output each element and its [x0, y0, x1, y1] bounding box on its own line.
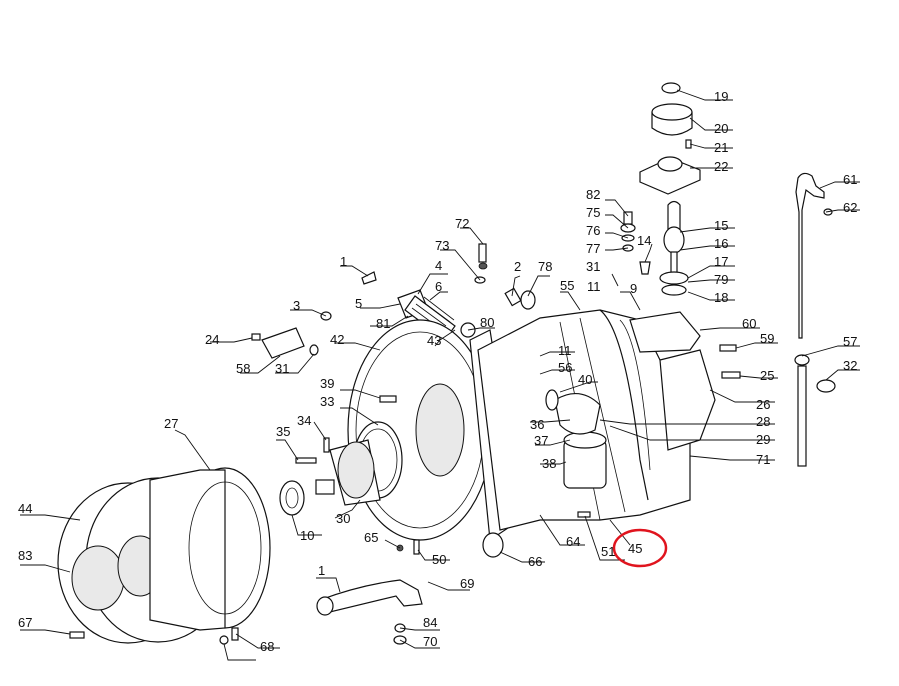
callout-66: 44: [18, 501, 32, 516]
leader-lines: [20, 89, 860, 661]
callout-10: 64: [566, 534, 580, 549]
callout-64: 65: [364, 530, 378, 545]
callout-26: 33: [320, 394, 334, 409]
callout-21: 21: [714, 140, 728, 155]
callout-59: 58: [236, 361, 250, 376]
callout-84: 70: [423, 634, 437, 649]
callout-34: 37: [534, 433, 548, 448]
highlight-ring: [612, 528, 668, 568]
callout-27: 30: [336, 511, 350, 526]
callout-57: 32: [843, 358, 857, 373]
callout-62: 62: [843, 200, 857, 215]
callout-28: 34: [297, 413, 311, 428]
callout-83: 84: [423, 615, 437, 630]
callout-32: 40: [578, 372, 592, 387]
callout-labels: 19 20 21 22 61 62 82 75 76 77 72 73 15 1…: [18, 89, 857, 654]
callout-67: 68: [260, 639, 274, 654]
callout-55-right: 9: [630, 281, 637, 296]
callout-5: 81: [376, 316, 390, 331]
callout-43: 60: [742, 316, 756, 331]
callout-58: 31: [275, 361, 289, 376]
callout-79: 79: [714, 272, 728, 287]
callout-25: 39: [320, 376, 334, 391]
callout-36: 28: [756, 414, 770, 429]
callout-38: 71: [756, 452, 770, 467]
callout-19: 19: [714, 89, 728, 104]
callout-55-left: 55: [560, 278, 574, 293]
parts-artwork: [57, 82, 836, 645]
callout-2: 2: [514, 259, 521, 274]
callout-60: 24: [205, 332, 219, 347]
callout-37: 29: [756, 432, 770, 447]
callout-24: 42: [330, 332, 344, 347]
callout-39: 26: [756, 397, 770, 412]
callout-69: 83: [18, 548, 32, 563]
callout-51-highlighted: 45: [628, 541, 642, 556]
callout-80: 43: [427, 333, 441, 348]
callout-14: 14: [637, 233, 651, 248]
callout-17: 17: [714, 254, 728, 269]
callout-50: 51: [601, 544, 615, 559]
callout-20: 20: [714, 121, 728, 136]
callout-72: 72: [455, 216, 469, 231]
callout-11-mid: 56: [558, 360, 572, 375]
callout-42: 59: [760, 331, 774, 346]
callout-40: 25: [760, 368, 774, 383]
callout-33: 36: [530, 417, 544, 432]
callout-45: 66: [528, 554, 542, 569]
callout-76: 76: [586, 223, 600, 238]
callout-61: 61: [843, 172, 857, 187]
callout-82: 82: [586, 187, 600, 202]
callout-65: 50: [432, 552, 446, 567]
callout-4: 4: [435, 258, 442, 273]
callout-71: 27: [164, 416, 178, 431]
callout-18: 18: [714, 290, 728, 305]
callout-22: 22: [714, 159, 728, 174]
callout-70: 67: [18, 615, 32, 630]
callout-31-top: 31: [586, 259, 600, 274]
callout-15: 15: [714, 218, 728, 233]
callout-9: 3: [293, 298, 300, 313]
callout-73: 73: [435, 238, 449, 253]
callout-44: 1: [318, 563, 325, 578]
callout-1-top: 1: [340, 254, 347, 269]
callout-78: 78: [538, 259, 552, 274]
callout-31-mid: 11: [558, 343, 572, 358]
callout-3: 5: [355, 296, 362, 311]
callout-75: 75: [586, 205, 600, 220]
callout-56: 57: [843, 334, 857, 349]
callout-1-bottom: 69: [460, 576, 474, 591]
callout-81: 80: [480, 315, 494, 330]
callout-29: 35: [276, 424, 290, 439]
callout-16: 16: [714, 236, 728, 251]
callout-30: 10: [300, 528, 314, 543]
callout-11-top: 11: [587, 279, 601, 294]
callout-6: 6: [435, 279, 442, 294]
callout-35: 38: [542, 456, 556, 471]
callout-77: 77: [586, 241, 600, 256]
